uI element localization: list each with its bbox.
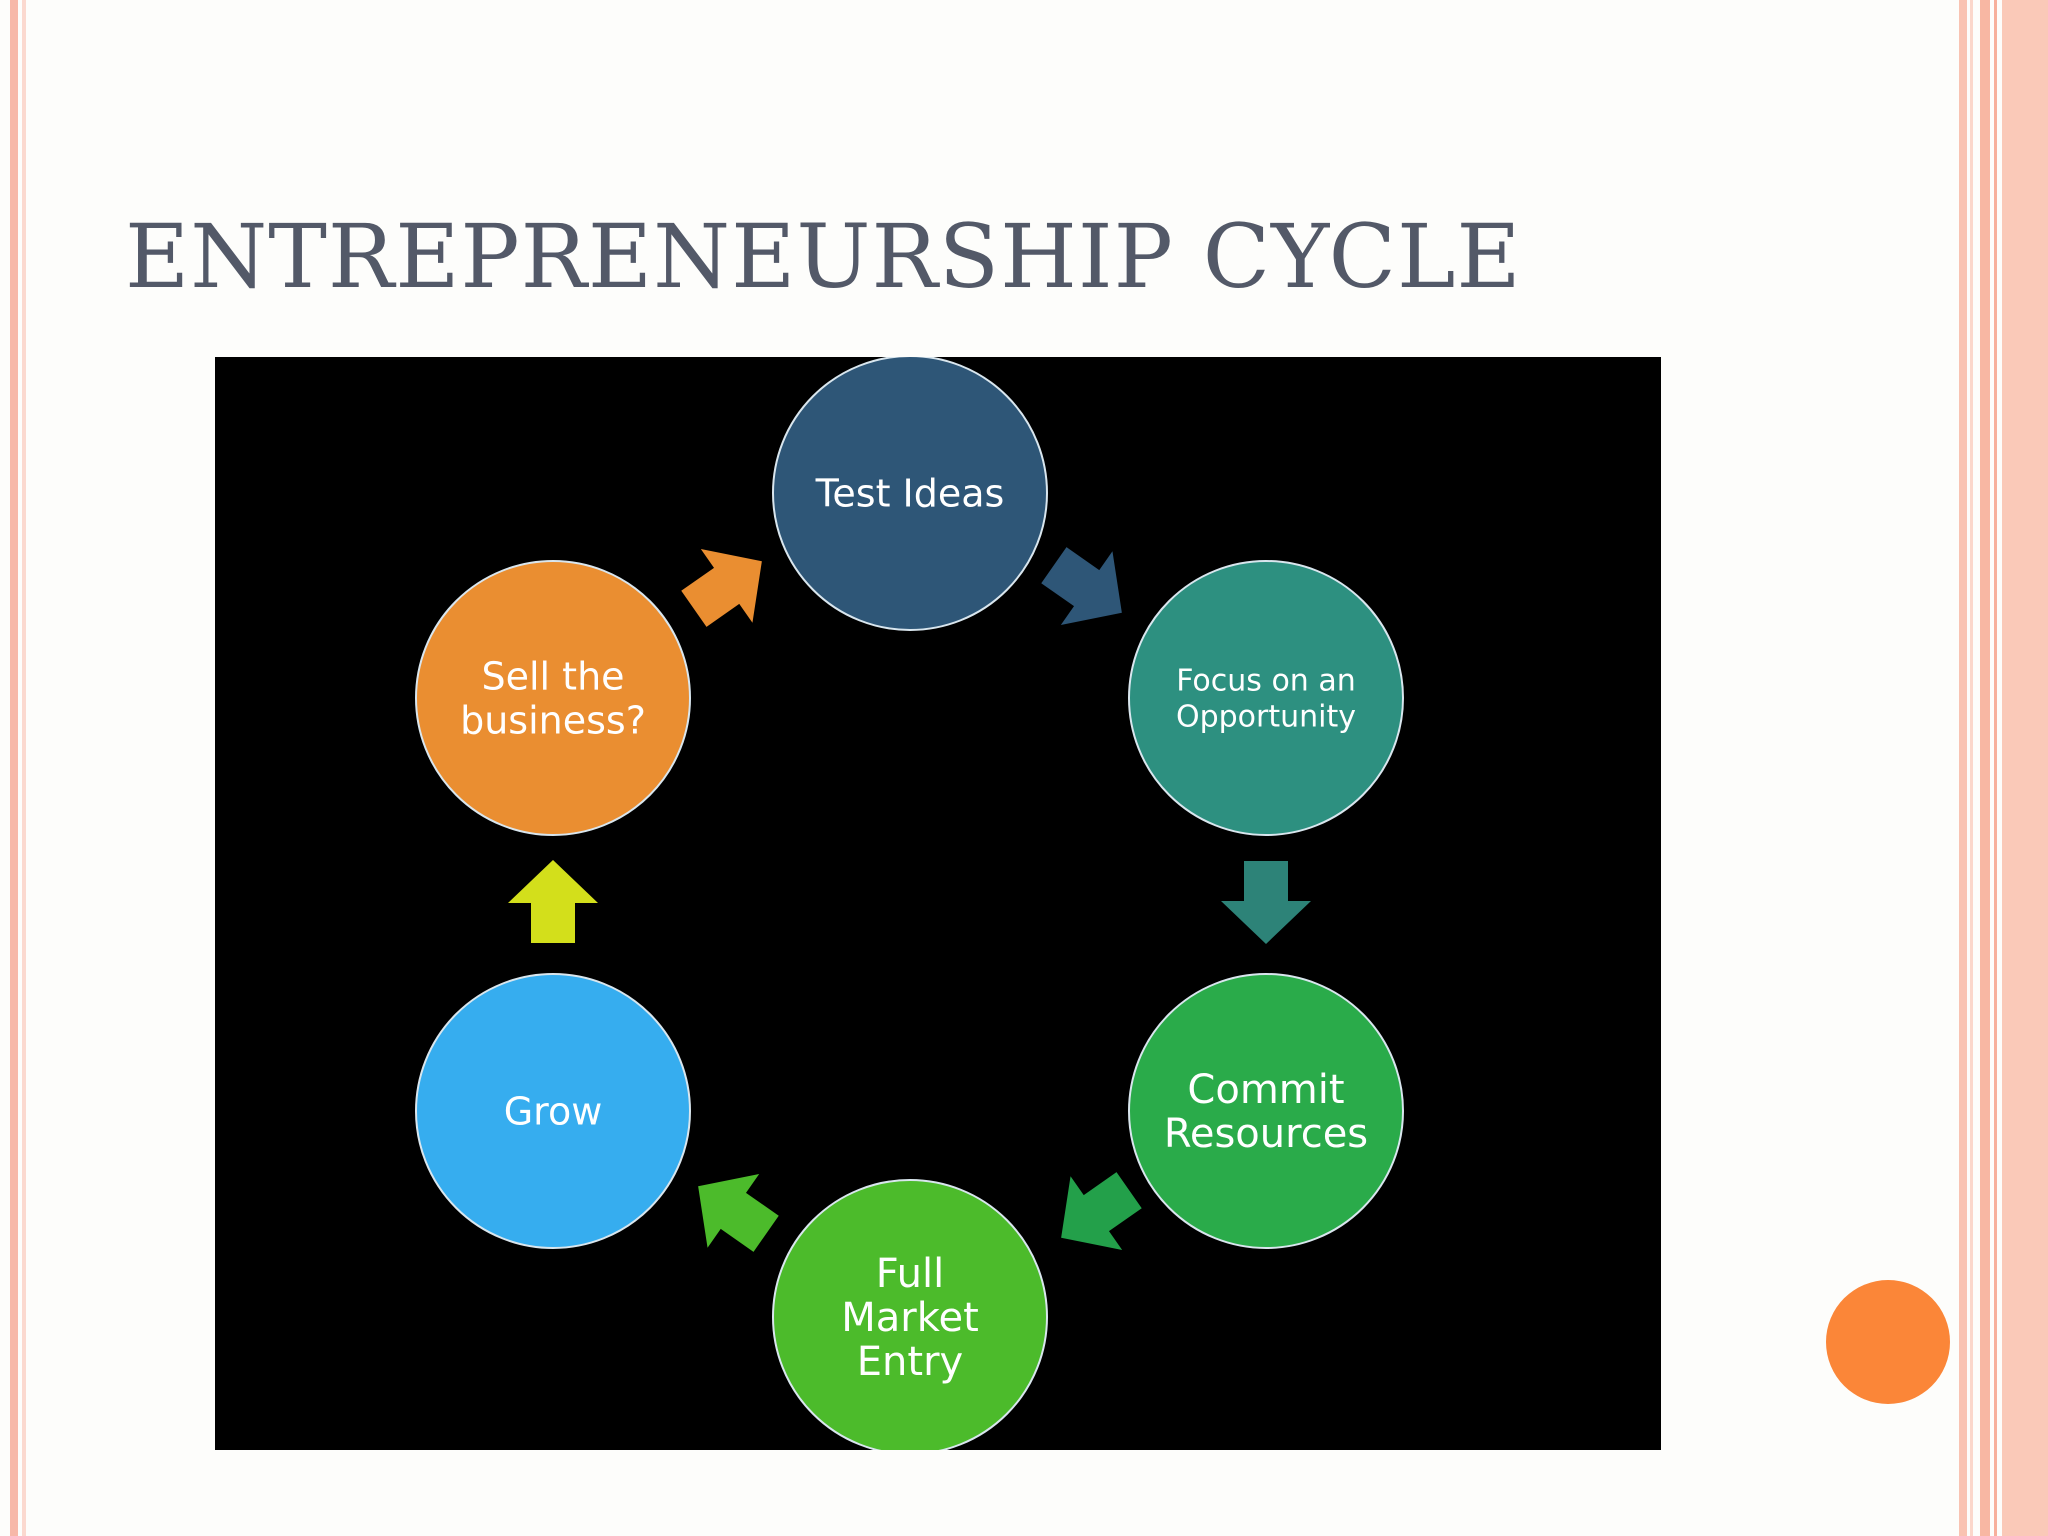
cycle-node-circle (772, 357, 1048, 631)
cycle-node-circle (1128, 973, 1404, 1249)
cycle-node-circle (772, 1179, 1048, 1450)
cycle-node-label: Focus on an (1176, 664, 1356, 699)
slide-title: ENTREPRENEURSHIP CYCLE (125, 205, 1522, 308)
cycle-arrow (681, 548, 762, 627)
right-frame-stripe (1970, 0, 1973, 1536)
left-frame-border-inner (22, 0, 26, 1536)
cycle-node-circle (1128, 560, 1404, 836)
cycle-arrow (508, 860, 598, 943)
right-frame-stripe (1980, 0, 1990, 1536)
cycle-node-label: Test Ideas (815, 471, 1005, 515)
cycle-node-label: business? (460, 698, 646, 742)
cycle-node-label: Sell the (481, 654, 624, 698)
cycle-node-label: Grow (504, 1089, 603, 1133)
cycle-node-grow: Grow (415, 973, 691, 1249)
cycle-arrow (1041, 547, 1122, 626)
cycle-arrow (698, 1173, 779, 1252)
cycle-node-circle (415, 973, 691, 1249)
cycle-node-label: Resources (1164, 1111, 1368, 1157)
cycle-node-label: Market (841, 1295, 979, 1341)
accent-dot (1826, 1280, 1950, 1404)
cycle-node-label: Commit (1187, 1067, 1344, 1113)
right-frame-stripe (1994, 0, 1997, 1536)
cycle-node-circle (415, 560, 691, 836)
cycle-node-label: Full (876, 1251, 944, 1297)
right-frame-stripe (1959, 0, 1967, 1536)
right-frame-stripe (2002, 0, 2048, 1536)
cycle-node-label: Entry (857, 1339, 963, 1385)
left-frame-border (10, 0, 18, 1536)
cycle-arrow (1221, 861, 1311, 944)
cycle-node-label: Opportunity (1176, 700, 1356, 735)
cycle-node-test-ideas: Test Ideas (772, 357, 1048, 631)
cycle-arrow (1061, 1172, 1142, 1251)
